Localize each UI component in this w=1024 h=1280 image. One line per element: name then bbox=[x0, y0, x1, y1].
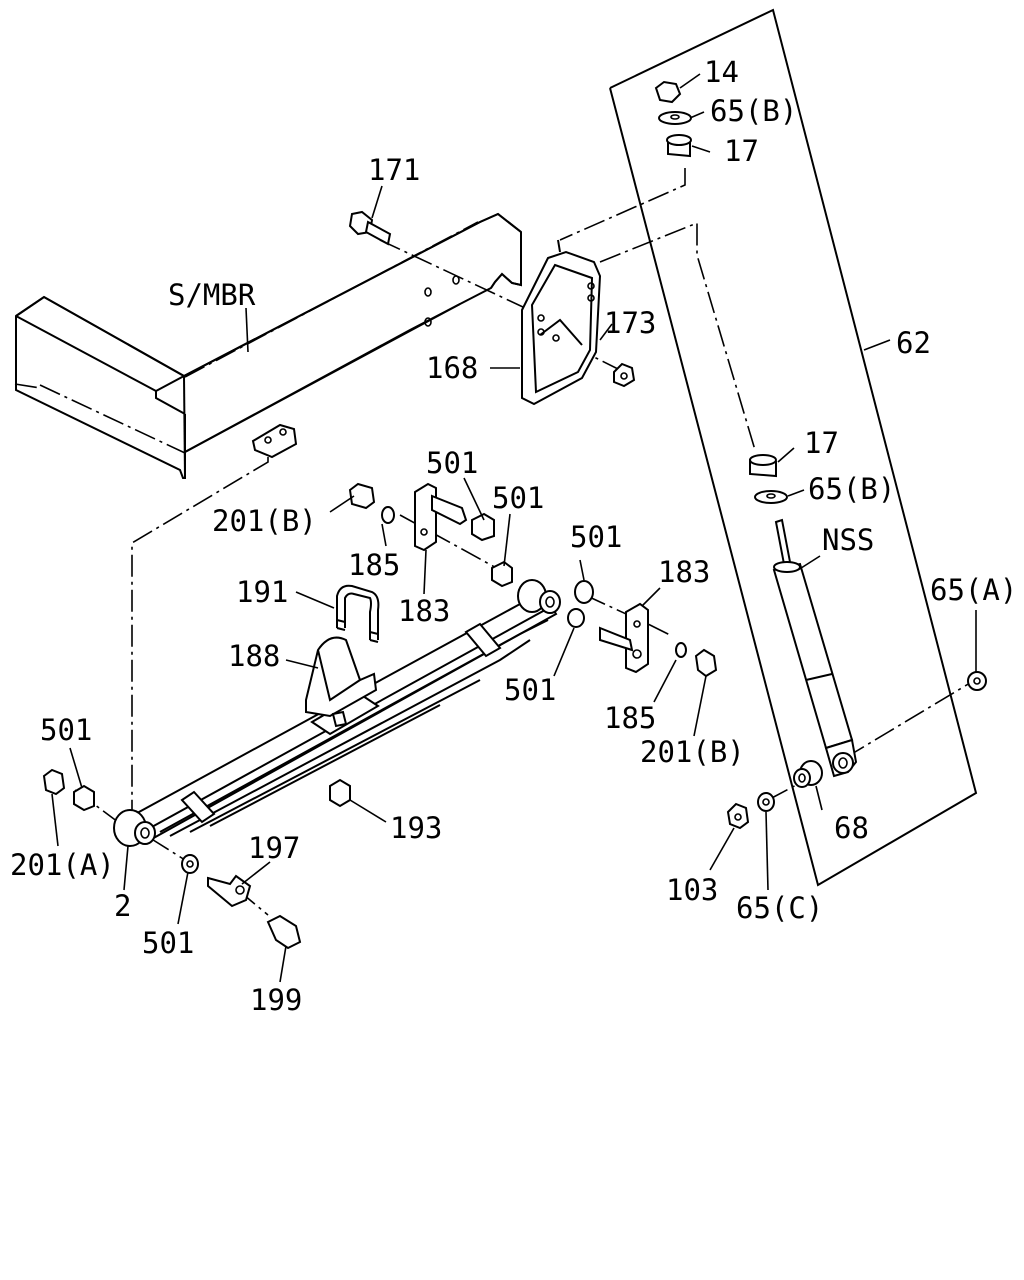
lower-shock-hardware bbox=[726, 671, 987, 830]
frame-side-member bbox=[15, 212, 522, 479]
label-201b-right: 201(B) bbox=[640, 735, 745, 769]
label-2: 2 bbox=[114, 889, 131, 923]
label-501-b: 501 bbox=[492, 481, 544, 515]
label-183-right: 183 bbox=[658, 555, 710, 589]
u-bolt-191 bbox=[336, 584, 380, 643]
spacer-188 bbox=[305, 636, 378, 728]
label-nss: NSS bbox=[822, 523, 874, 557]
label-171: 171 bbox=[368, 153, 420, 187]
label-65b-top: 65(B) bbox=[710, 94, 797, 128]
label-183-left: 183 bbox=[398, 594, 450, 628]
label-501-bottom: 501 bbox=[142, 926, 194, 960]
label-193: 193 bbox=[390, 811, 442, 845]
shock-bracket-168 bbox=[521, 250, 602, 406]
label-199: 199 bbox=[250, 983, 302, 1017]
label-65a: 65(A) bbox=[930, 573, 1017, 607]
label-501-d: 501 bbox=[504, 673, 556, 707]
label-68: 68 bbox=[834, 811, 869, 845]
label-62: 62 bbox=[896, 326, 931, 360]
label-168: 168 bbox=[426, 351, 478, 385]
label-s-mbr: S/MBR bbox=[168, 278, 256, 312]
label-197: 197 bbox=[248, 831, 300, 865]
label-17-mid: 17 bbox=[804, 426, 839, 460]
label-65c: 65(C) bbox=[736, 891, 823, 925]
label-188: 188 bbox=[228, 639, 280, 673]
label-501-c: 501 bbox=[570, 520, 622, 554]
label-173: 173 bbox=[604, 306, 656, 340]
label-201b-left: 201(B) bbox=[212, 504, 317, 538]
label-191: 191 bbox=[236, 575, 288, 609]
nut-201b-left bbox=[348, 482, 376, 510]
part-labels: S/MBR 14 65(B) 17 171 173 62 168 17 65(B… bbox=[10, 55, 1017, 1017]
leader-lines bbox=[51, 73, 977, 983]
nut-173 bbox=[613, 362, 636, 388]
label-201a: 201(A) bbox=[10, 848, 115, 882]
top-shock-hardware bbox=[654, 80, 692, 158]
label-17-top: 17 bbox=[724, 134, 759, 168]
shock-absorber bbox=[772, 518, 858, 778]
bolt-171 bbox=[348, 210, 392, 246]
label-185-right: 185 bbox=[604, 701, 656, 735]
nut-193 bbox=[329, 778, 351, 808]
label-103: 103 bbox=[666, 873, 718, 907]
label-65b-mid: 65(B) bbox=[808, 472, 895, 506]
label-501-a: 501 bbox=[426, 446, 478, 480]
shackle-183-right bbox=[567, 580, 718, 678]
label-185-left: 185 bbox=[348, 548, 400, 582]
shackle-183-left bbox=[381, 482, 513, 588]
label-14: 14 bbox=[704, 55, 739, 89]
front-hanger-hardware bbox=[42, 768, 302, 950]
kit-outline-62 bbox=[557, 8, 978, 887]
label-501-left: 501 bbox=[40, 713, 92, 747]
mid-shock-hardware bbox=[749, 454, 788, 504]
